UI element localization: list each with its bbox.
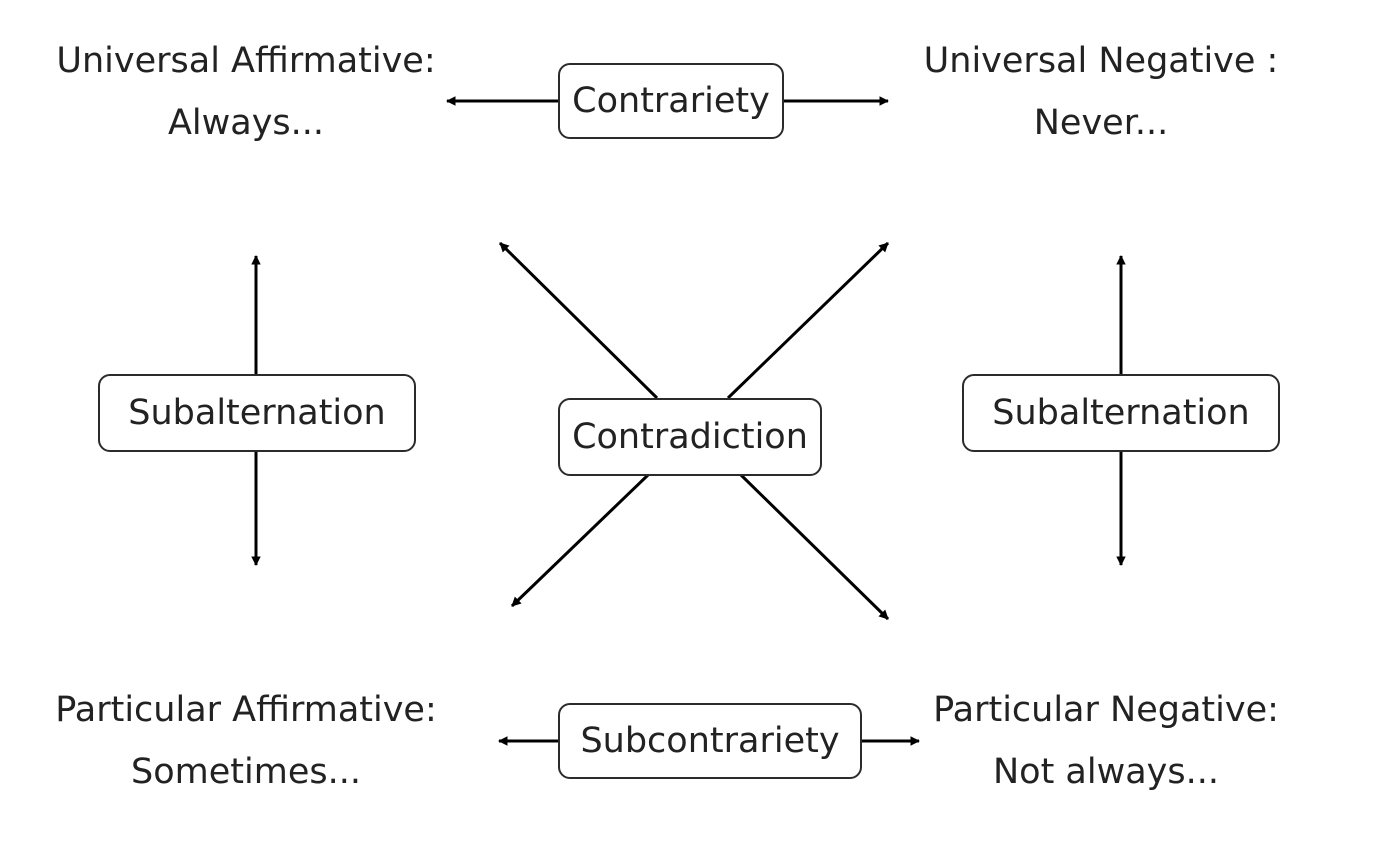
- universal-affirmative: Universal Affirmative: Always...: [40, 30, 452, 154]
- subalternation-left-box: Subalternation: [98, 374, 416, 452]
- universal-negative: Universal Negative : Never...: [905, 30, 1297, 154]
- particular-negative-example: Not always...: [992, 752, 1219, 792]
- subalternation-right-box: Subalternation: [962, 374, 1280, 452]
- universal-negative-title: Universal Negative :: [923, 41, 1279, 81]
- contradiction-arrow-down-left: [510, 473, 650, 608]
- contradiction-arrow-up-left: [498, 241, 659, 400]
- particular-negative: Particular Negative: Not always...: [915, 679, 1297, 803]
- contradiction-arrow-down-right: [739, 473, 890, 621]
- subcontrariety-box: Subcontrariety: [558, 703, 862, 779]
- contrariety-box: Contrariety: [558, 63, 784, 139]
- contradiction-arrow-up-right: [726, 241, 890, 400]
- particular-affirmative: Particular Affirmative: Sometimes...: [30, 679, 462, 803]
- particular-affirmative-example: Sometimes...: [131, 752, 361, 792]
- universal-affirmative-title: Universal Affirmative:: [56, 41, 436, 81]
- universal-negative-example: Never...: [1033, 103, 1169, 143]
- contradiction-box: Contradiction: [558, 398, 822, 476]
- particular-affirmative-title: Particular Affirmative:: [55, 690, 437, 730]
- universal-affirmative-example: Always...: [167, 103, 325, 143]
- particular-negative-title: Particular Negative:: [933, 690, 1279, 730]
